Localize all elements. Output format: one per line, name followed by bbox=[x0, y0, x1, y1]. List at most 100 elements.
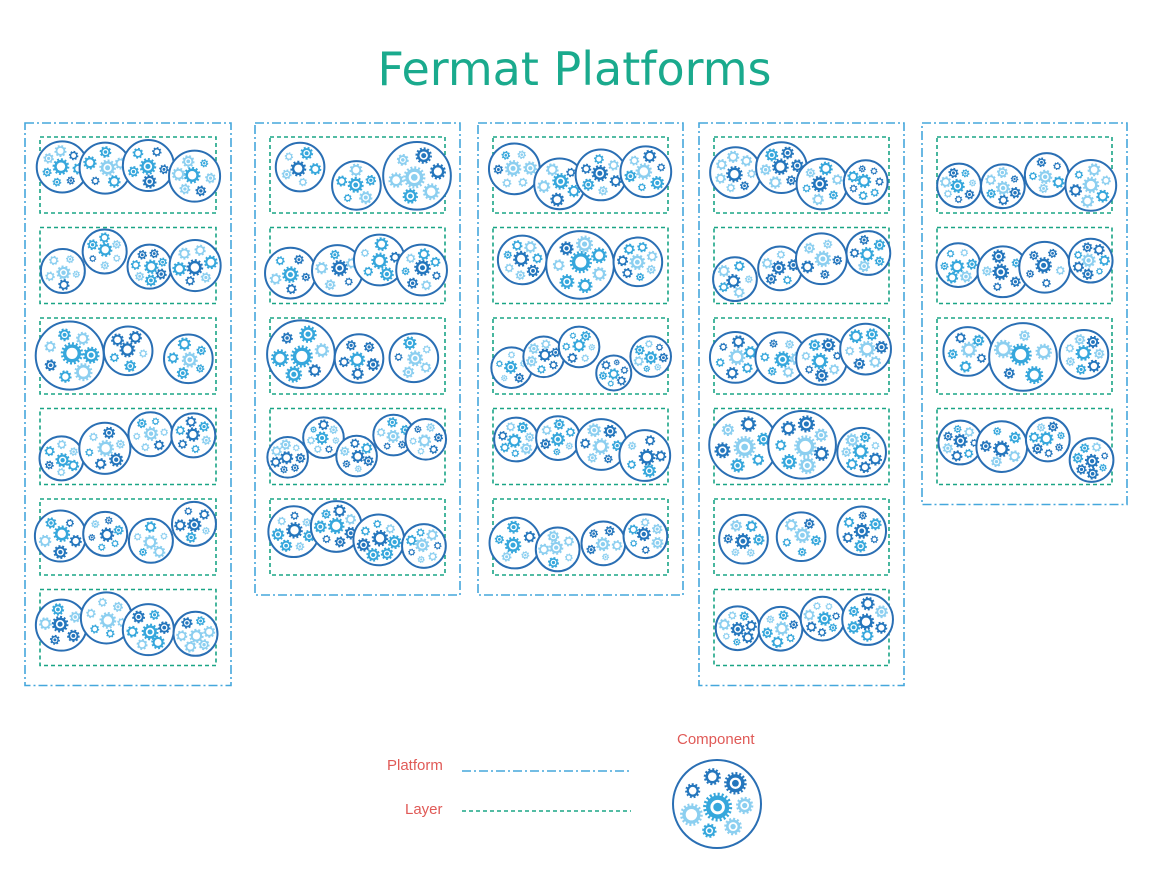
component bbox=[795, 232, 848, 286]
gear-icon bbox=[502, 178, 512, 188]
gear-icon bbox=[747, 169, 756, 179]
gear-icon-hole bbox=[845, 534, 851, 541]
gear-icon-hole bbox=[815, 356, 825, 366]
gear-icon-hub bbox=[420, 558, 423, 561]
gear-icon bbox=[728, 611, 737, 620]
gear-icon-hole bbox=[135, 534, 140, 539]
gear-icon bbox=[403, 166, 426, 189]
component bbox=[34, 320, 105, 391]
gear-icon bbox=[814, 250, 832, 268]
gear-icon-hole bbox=[101, 444, 110, 453]
gear-icon bbox=[51, 603, 65, 616]
gear-icon bbox=[845, 433, 859, 447]
gear-icon-hole bbox=[47, 448, 53, 454]
gear-icon bbox=[726, 165, 743, 183]
gear-icon-hub bbox=[870, 332, 874, 337]
gear-icon-hole bbox=[320, 422, 327, 428]
gear-icon-hub bbox=[90, 536, 93, 539]
gear-icon bbox=[334, 536, 346, 548]
component bbox=[839, 322, 892, 376]
gear-icon-hole bbox=[872, 169, 876, 173]
component bbox=[34, 598, 88, 652]
gear-icon-hub bbox=[117, 528, 121, 532]
gear-icon-hole bbox=[856, 447, 865, 456]
gear-icon bbox=[45, 271, 55, 282]
gear-icon bbox=[601, 360, 611, 370]
gear-icon-hole bbox=[630, 527, 636, 533]
gear-icon bbox=[624, 170, 637, 183]
gear-icon-hole bbox=[544, 427, 550, 433]
component bbox=[274, 141, 326, 193]
gear-icon bbox=[744, 275, 753, 284]
gear-icon-hole bbox=[432, 259, 438, 265]
gear-icon bbox=[195, 616, 206, 626]
gear-icon-hub bbox=[1051, 425, 1055, 429]
gear-icon bbox=[521, 551, 530, 560]
gear-icon bbox=[1082, 176, 1100, 194]
component bbox=[988, 322, 1058, 392]
layer bbox=[34, 317, 217, 395]
gear-icon bbox=[964, 427, 975, 437]
gear-icon bbox=[517, 150, 527, 159]
gear-icon bbox=[549, 540, 564, 555]
gear-icon bbox=[552, 259, 565, 272]
gear-icon-hub bbox=[503, 377, 506, 380]
gear-icon-hub bbox=[392, 539, 397, 545]
gear-icon bbox=[860, 596, 875, 611]
gear-icon-hole bbox=[803, 353, 809, 359]
gear-icon bbox=[177, 337, 192, 351]
gear-icon bbox=[89, 432, 98, 442]
gear-icon bbox=[507, 351, 516, 359]
gear-icon-hub bbox=[103, 150, 108, 154]
gear-icon-hole bbox=[1102, 454, 1107, 458]
gear-icon bbox=[1096, 267, 1103, 275]
gear-icon-hub bbox=[298, 456, 302, 460]
gear-icon-hub bbox=[648, 355, 653, 360]
gear-icon-hole bbox=[945, 191, 951, 196]
gear-icon-hole bbox=[411, 439, 415, 443]
gear-icon bbox=[798, 456, 816, 475]
gear-icon-hub bbox=[88, 352, 94, 358]
gear-icon bbox=[53, 525, 71, 543]
gear-icon-hub bbox=[48, 363, 53, 368]
gear-icon bbox=[628, 524, 639, 535]
gear-icon-hub bbox=[60, 458, 65, 463]
gear-icon-hole bbox=[1000, 197, 1007, 203]
gear-icon-hole bbox=[864, 632, 871, 639]
gear-icon-hub bbox=[817, 181, 823, 187]
gear-icon bbox=[493, 164, 504, 175]
gear-icon bbox=[426, 423, 436, 432]
component bbox=[331, 160, 382, 211]
gear-icon-hole bbox=[67, 520, 72, 526]
gear-icon bbox=[1032, 443, 1043, 455]
gear-icon-hole bbox=[612, 177, 619, 185]
gear-icon bbox=[286, 283, 297, 295]
gear-icon bbox=[504, 536, 522, 554]
gear-icon-hole bbox=[614, 542, 620, 549]
gear-icon bbox=[109, 452, 124, 467]
gear-icon-hub bbox=[1014, 261, 1018, 265]
gear-icon bbox=[595, 536, 611, 552]
gear-icon bbox=[196, 364, 205, 373]
gear-icon bbox=[113, 525, 124, 536]
gear-icon bbox=[158, 257, 168, 267]
gear-icon bbox=[371, 529, 389, 547]
gear-icon-hole bbox=[736, 263, 743, 269]
gear-icon-hole bbox=[808, 624, 815, 630]
gear-icon bbox=[526, 264, 540, 277]
gear-icon bbox=[333, 504, 346, 518]
gear-icon bbox=[1028, 172, 1038, 181]
gear-icon bbox=[432, 271, 441, 281]
gear-icon bbox=[651, 536, 664, 549]
gear-icon-hole bbox=[626, 246, 633, 253]
gear-icon-hub bbox=[1013, 191, 1017, 195]
gear-icon-hub bbox=[955, 183, 960, 189]
gear-icon bbox=[608, 159, 620, 171]
gear-icon-hole bbox=[553, 196, 561, 204]
gear-icon bbox=[636, 526, 651, 542]
gear-icon-hole bbox=[288, 286, 295, 292]
gear-icon bbox=[810, 535, 822, 546]
gear-icon-hole bbox=[272, 276, 279, 282]
gear-icon bbox=[658, 352, 669, 363]
gear-icon-hole bbox=[354, 452, 362, 460]
